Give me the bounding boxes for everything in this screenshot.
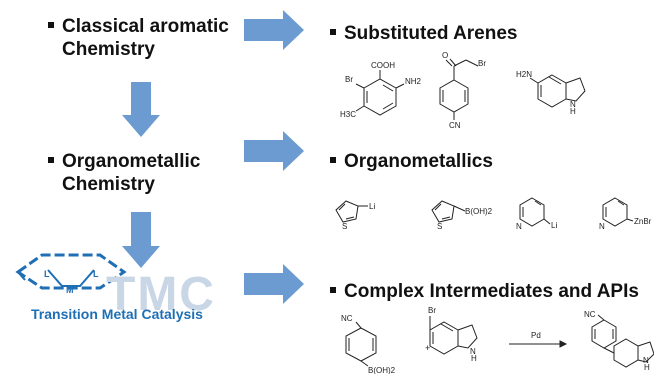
substituted-arenes-heading: Substituted Arenes bbox=[330, 22, 518, 45]
bullet-icon bbox=[330, 29, 336, 35]
molecule-thiophene-boronic-acid bbox=[431, 200, 466, 223]
svg-text:NH2: NH2 bbox=[405, 77, 422, 86]
atom-labels: COOH Br NH2 H3C O Br CN H2N N H S Li S B… bbox=[340, 51, 652, 374]
svg-text:N: N bbox=[643, 356, 649, 365]
bullet-icon bbox=[48, 157, 54, 163]
bullet-icon bbox=[330, 157, 336, 163]
molecule-cyanophenylindole bbox=[591, 314, 654, 368]
bullet-icon bbox=[330, 287, 336, 293]
bullet-icon bbox=[48, 22, 54, 28]
svg-text:COOH: COOH bbox=[371, 61, 395, 70]
svg-text:O: O bbox=[442, 51, 448, 60]
down-arrow-icon bbox=[122, 212, 160, 268]
svg-text:NC: NC bbox=[584, 310, 596, 319]
complex-intermediates-heading: Complex Intermediates and APIs bbox=[330, 280, 639, 303]
transition-metal-catalysis-label: Transition Metal Catalysis bbox=[31, 306, 203, 322]
molecule-pyridylzinc-bromide bbox=[602, 197, 634, 227]
classical-chemistry-heading: Classical aromatic Chemistry bbox=[48, 15, 229, 61]
right-arrow-icon bbox=[244, 10, 304, 50]
tmc-logo-text: TMC bbox=[106, 268, 216, 321]
tmc-logo: L M L bbox=[15, 253, 127, 295]
svg-text:M: M bbox=[66, 285, 74, 295]
down-arrow-icon bbox=[122, 82, 160, 137]
right-arrow-icon bbox=[244, 264, 304, 304]
svg-text:Pd: Pd bbox=[531, 331, 541, 340]
svg-text:H: H bbox=[471, 354, 477, 363]
molecule-aminobenzoic-acid bbox=[355, 70, 405, 116]
svg-text:CN: CN bbox=[449, 121, 461, 130]
molecule-thienyllithium bbox=[335, 200, 368, 223]
organometallics-heading: Organometallics bbox=[330, 150, 493, 173]
svg-text:H2N: H2N bbox=[516, 70, 532, 79]
svg-text:Br: Br bbox=[428, 306, 436, 315]
svg-text:N: N bbox=[470, 347, 476, 356]
molecule-aminoindole bbox=[529, 74, 586, 108]
molecule-cyanophenylboronic-acid bbox=[345, 321, 377, 367]
svg-text:Li: Li bbox=[369, 202, 375, 211]
svg-text:N: N bbox=[570, 100, 576, 109]
svg-text:S: S bbox=[342, 222, 347, 231]
svg-text:H: H bbox=[644, 363, 650, 372]
svg-text:L: L bbox=[93, 269, 99, 279]
right-arrow-icon bbox=[244, 131, 304, 171]
molecule-phenacyl-bromide bbox=[439, 58, 479, 120]
svg-text:S: S bbox=[437, 222, 442, 231]
svg-text:+: + bbox=[425, 343, 430, 353]
svg-text:Br: Br bbox=[345, 75, 353, 84]
svg-text:L: L bbox=[44, 269, 50, 279]
svg-text:H3C: H3C bbox=[340, 110, 356, 119]
organometallic-chemistry-heading: Organometallic Chemistry bbox=[48, 150, 200, 196]
svg-text:NC: NC bbox=[341, 314, 353, 323]
svg-text:N: N bbox=[599, 222, 605, 231]
svg-text:Br: Br bbox=[478, 59, 486, 68]
svg-text:ZnBr: ZnBr bbox=[634, 217, 652, 226]
svg-text:H: H bbox=[570, 107, 576, 116]
molecule-bromoindole bbox=[429, 316, 478, 355]
svg-text:B(OH)2: B(OH)2 bbox=[368, 366, 396, 374]
svg-text:N: N bbox=[516, 222, 522, 231]
svg-text:B(OH)2: B(OH)2 bbox=[465, 207, 493, 216]
svg-text:Li: Li bbox=[551, 221, 557, 230]
molecule-pyridyllithium bbox=[519, 197, 551, 227]
